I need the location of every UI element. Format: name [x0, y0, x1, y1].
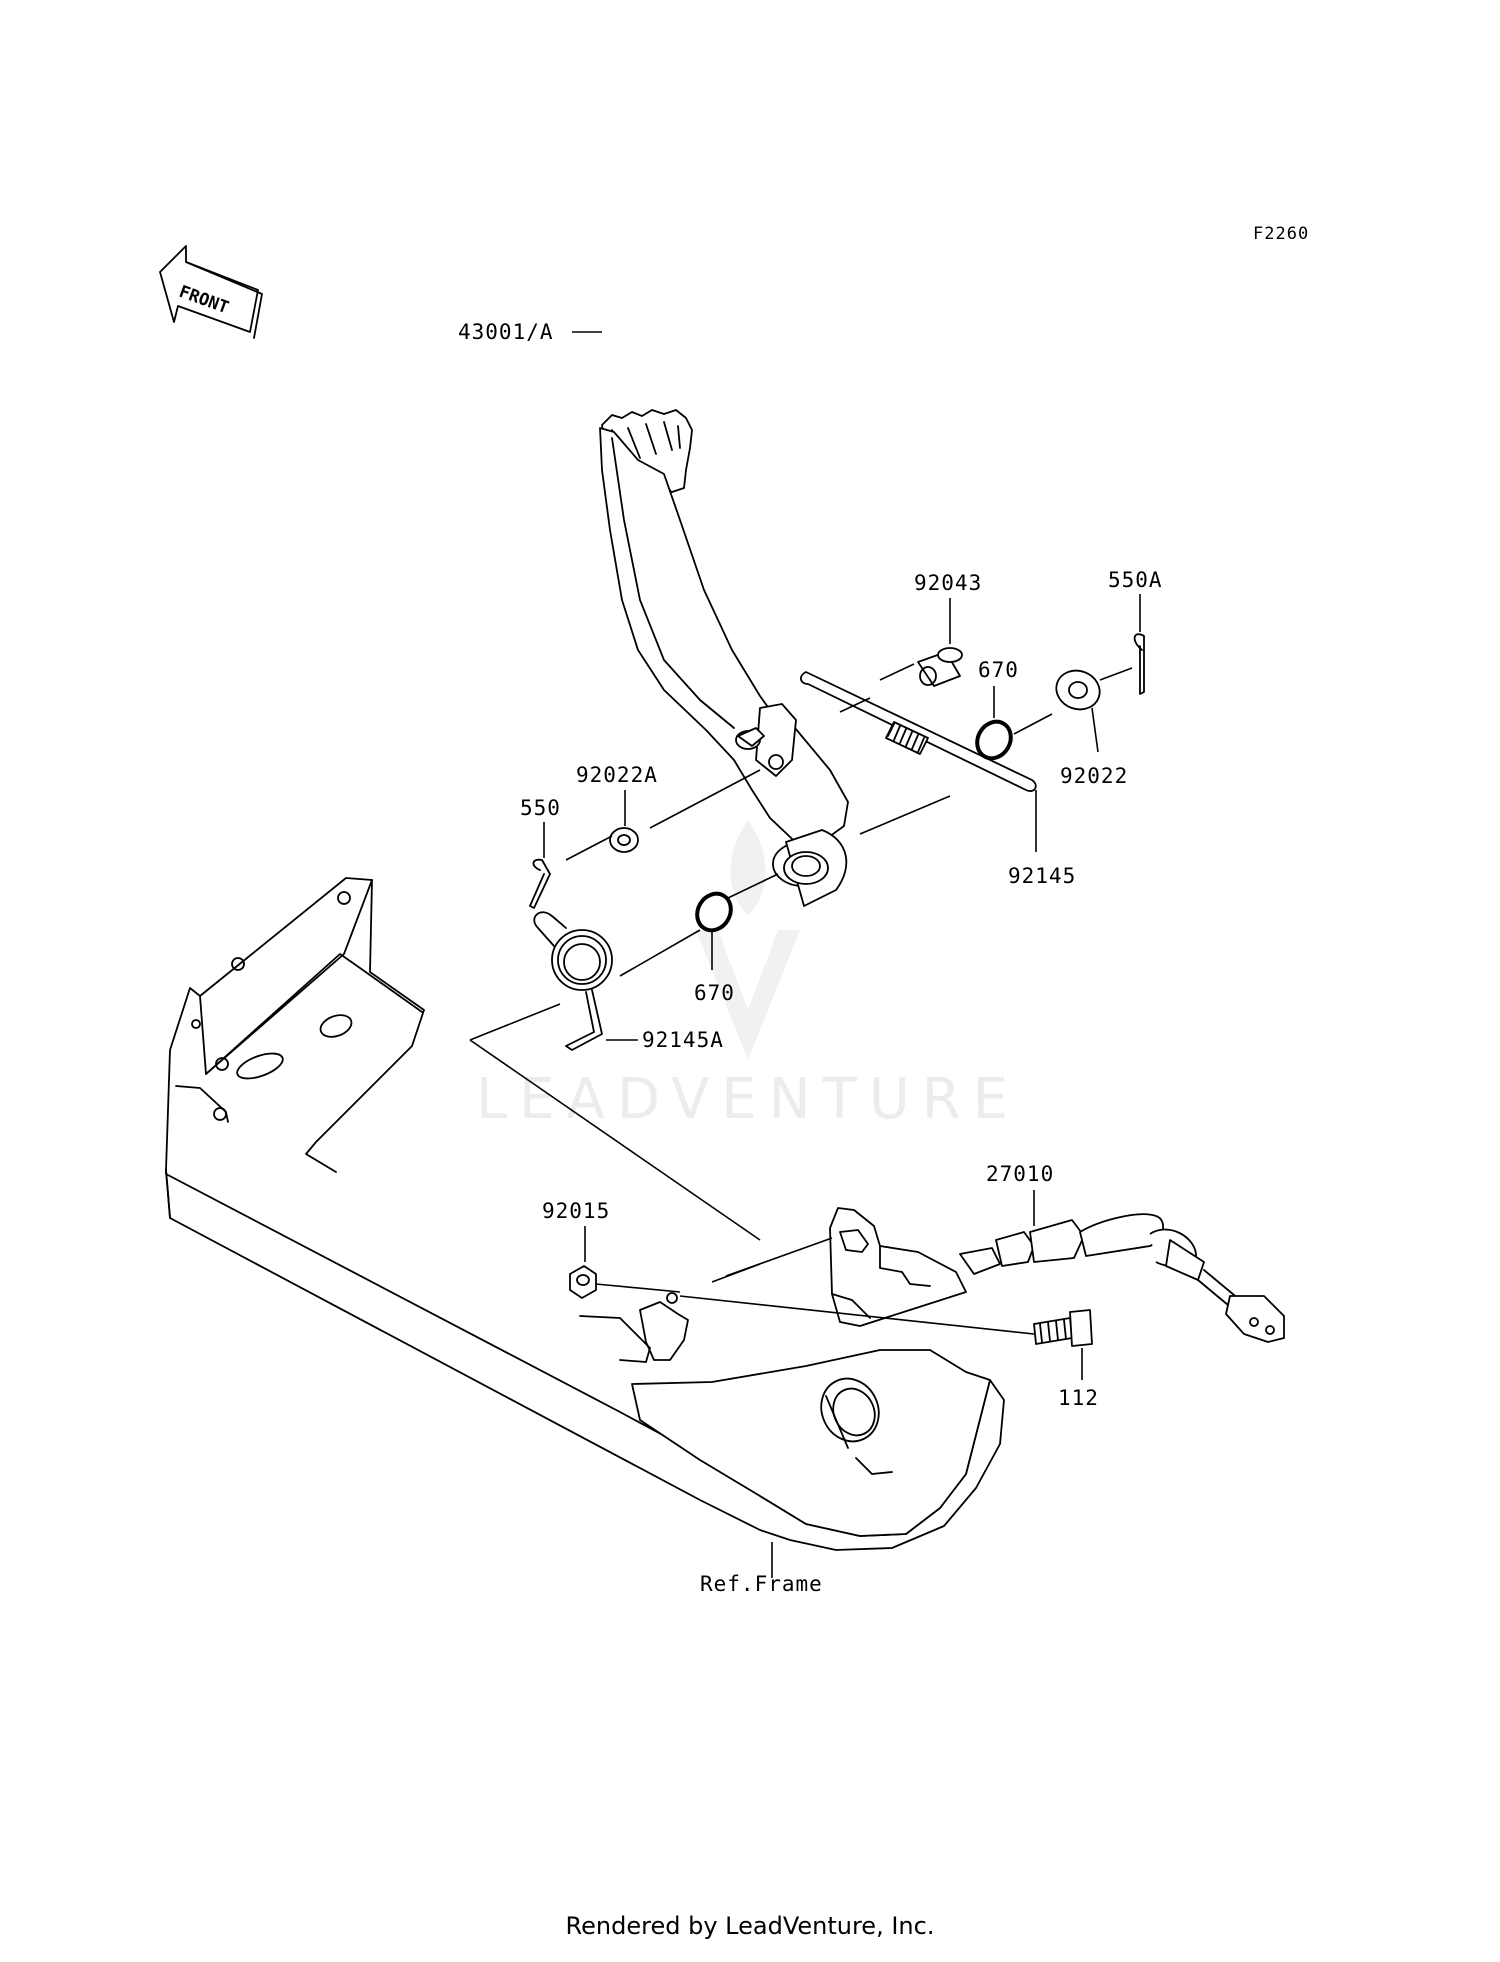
return-spring-part	[533, 911, 613, 1051]
pin-part	[917, 647, 963, 687]
label-o-ring-lower: 670	[694, 981, 735, 1005]
diagram-code: F2260	[1253, 224, 1309, 244]
footer-credit: Rendered by LeadVenture, Inc.	[565, 1912, 935, 1940]
spring-part	[800, 671, 1037, 792]
cotter-pin-part	[529, 858, 551, 909]
label-frame: Ref.Frame	[700, 1572, 823, 1596]
frame-part	[165, 877, 1005, 1551]
o-ring-lower-part	[695, 891, 733, 933]
bolt-part	[679, 1295, 1093, 1347]
watermark-text: LEADVENTURE	[476, 1067, 1020, 1132]
label-return-spring: 92145A	[642, 1028, 724, 1052]
label-cotter-pin-a: 550A	[1108, 568, 1163, 592]
nut-part	[569, 1265, 597, 1299]
label-cotter-pin: 550	[520, 796, 561, 820]
label-washer-a: 92022A	[576, 763, 658, 787]
label-spring: 92145	[1008, 864, 1076, 888]
washer-part	[1055, 669, 1101, 711]
washer-a-part	[609, 827, 639, 853]
brake-pedal-part	[599, 409, 849, 907]
front-arrow-icon: FRONT	[159, 245, 263, 339]
guide-lines	[565, 663, 1133, 977]
label-brake-pedal: 43001/A	[458, 320, 554, 344]
label-o-ring-upper: 670	[978, 658, 1019, 682]
label-pin: 92043	[914, 571, 982, 595]
label-nut: 92015	[542, 1199, 610, 1223]
label-switch: 27010	[986, 1162, 1054, 1186]
label-washer: 92022	[1060, 764, 1128, 788]
label-bolt: 112	[1058, 1386, 1099, 1410]
o-ring-upper-part	[975, 719, 1013, 761]
switch-part	[959, 1213, 1285, 1343]
cotter-pin-a-part	[1133, 633, 1145, 695]
watermark: LEADVENTURE	[476, 820, 1020, 1132]
